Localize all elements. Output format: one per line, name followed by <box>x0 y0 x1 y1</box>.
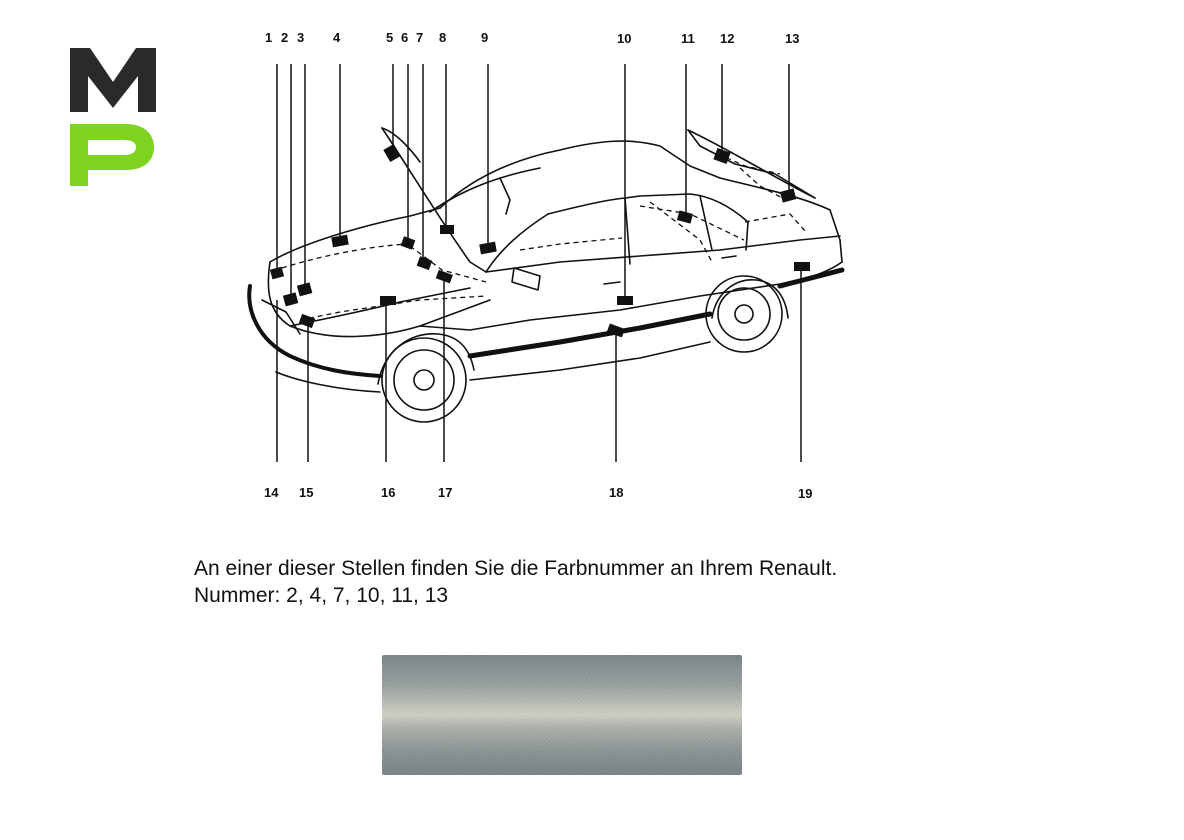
info-line-2: Nummer: 2, 4, 7, 10, 11, 13 <box>194 584 449 607</box>
car-outline <box>247 127 845 423</box>
label-9: 9 <box>481 30 488 45</box>
label-3: 3 <box>297 30 304 45</box>
label-4: 4 <box>333 30 341 45</box>
label-14: 14 <box>264 485 279 500</box>
car-diagram: 1 2 3 4 5 6 7 8 9 10 11 12 13 14 15 16 1… <box>247 30 845 501</box>
label-16: 16 <box>381 485 395 500</box>
dashed-routing <box>281 153 807 321</box>
logo-letter-p <box>70 124 154 186</box>
label-8: 8 <box>439 30 446 45</box>
info-text: An einer dieser Stellen finden Sie die F… <box>194 555 837 609</box>
label-11: 11 <box>681 31 695 46</box>
label-1: 1 <box>265 30 272 45</box>
mp-logo <box>70 48 156 186</box>
label-19: 19 <box>798 486 812 501</box>
label-13: 13 <box>785 31 799 46</box>
label-17: 17 <box>438 485 452 500</box>
label-15: 15 <box>299 485 313 500</box>
label-10: 10 <box>617 31 631 46</box>
label-12: 12 <box>720 31 734 46</box>
label-7: 7 <box>416 30 423 45</box>
paint-color-swatch <box>382 655 742 775</box>
location-markers <box>269 143 810 338</box>
info-line-1: An einer dieser Stellen finden Sie die F… <box>194 557 838 580</box>
logo-letter-m <box>70 48 156 112</box>
leader-lines <box>276 64 802 462</box>
label-2: 2 <box>281 30 288 45</box>
label-18: 18 <box>609 485 623 500</box>
label-5: 5 <box>386 30 393 45</box>
label-6: 6 <box>401 30 408 45</box>
